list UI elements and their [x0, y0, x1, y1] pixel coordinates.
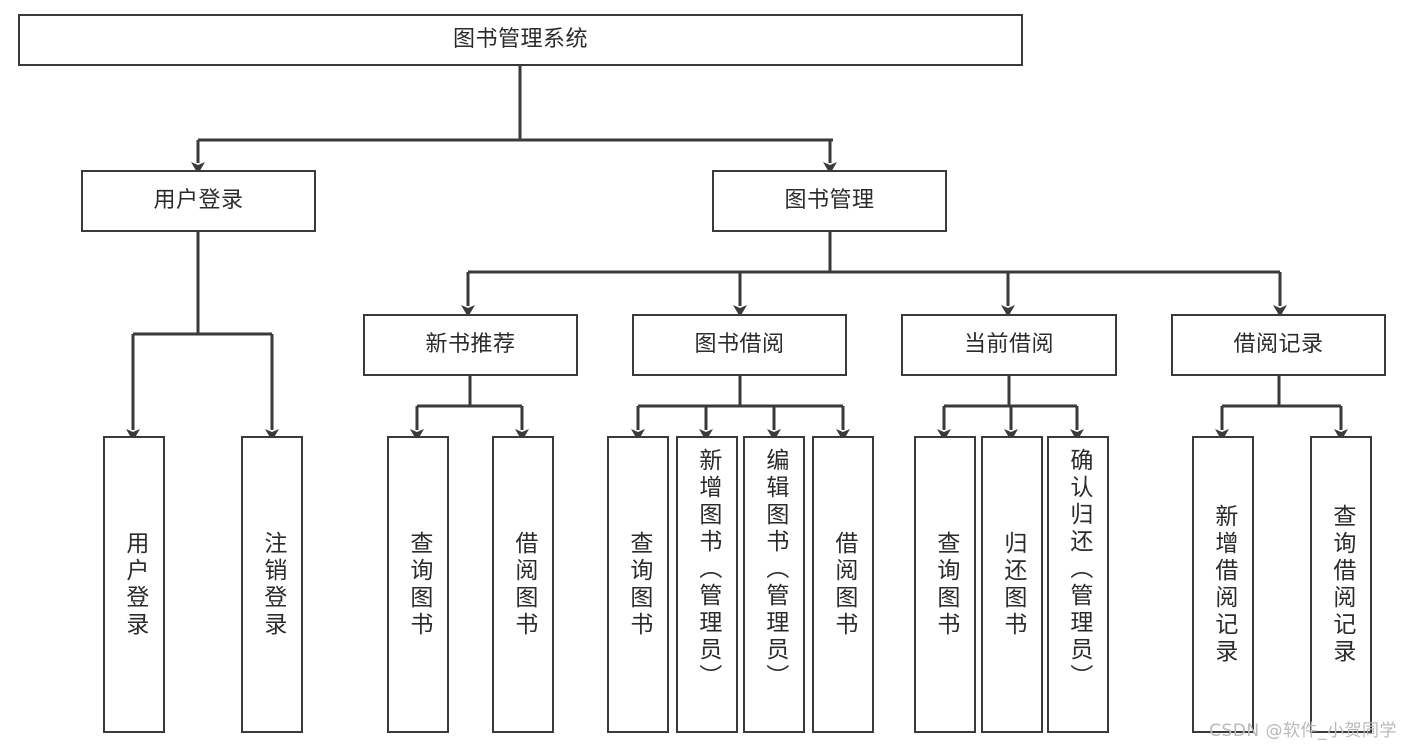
leaf-query-book-3[interactable]: 查询图书 [914, 436, 976, 733]
leaf-query-book-2[interactable]: 查询图书 [607, 436, 669, 733]
leaf-user-login[interactable]: 用户登录 [103, 436, 165, 733]
leaf-logout-login[interactable]: 注销登录 [241, 436, 303, 733]
node-current-borrow[interactable]: 当前借阅 [901, 314, 1117, 376]
node-new-book-recommend[interactable]: 新书推荐 [363, 314, 578, 376]
node-book-borrow-label: 图书借阅 [694, 331, 785, 357]
leaf-return-book[interactable]: 归还图书 [981, 436, 1043, 733]
node-current-borrow-label: 当前借阅 [963, 331, 1054, 357]
node-root[interactable]: 图书管理系统 [18, 14, 1023, 66]
leaf-user-login-label: 用户登录 [121, 530, 148, 639]
leaf-query-book-1[interactable]: 查询图书 [387, 436, 449, 733]
leaf-borrow-book-2-label: 借阅图书 [830, 530, 857, 639]
leaf-confirm-return[interactable]: 确认归还（管理员） [1047, 436, 1109, 733]
leaf-confirm-return-label: 确认归还（管理员） [1065, 448, 1092, 691]
leaf-query-book-1-label: 查询图书 [405, 530, 432, 639]
leaf-add-record-label: 新增借阅记录 [1210, 503, 1237, 666]
leaf-query-book-3-label: 查询图书 [932, 530, 959, 639]
node-user-login[interactable]: 用户登录 [81, 170, 316, 232]
leaf-edit-book-label: 编辑图书（管理员） [761, 448, 788, 691]
leaf-add-record[interactable]: 新增借阅记录 [1192, 436, 1254, 733]
node-user-login-label: 用户登录 [153, 187, 244, 213]
leaf-borrow-book-1-label: 借阅图书 [510, 530, 537, 639]
leaf-query-book-2-label: 查询图书 [625, 530, 652, 639]
node-book-management[interactable]: 图书管理 [712, 170, 947, 232]
node-book-borrow[interactable]: 图书借阅 [632, 314, 847, 376]
leaf-logout-login-label: 注销登录 [259, 530, 286, 639]
node-borrow-record[interactable]: 借阅记录 [1171, 314, 1386, 376]
node-book-management-label: 图书管理 [784, 187, 875, 213]
node-borrow-record-label: 借阅记录 [1233, 331, 1324, 357]
node-root-label: 图书管理系统 [452, 26, 588, 52]
leaf-return-book-label: 归还图书 [999, 530, 1026, 639]
leaf-edit-book[interactable]: 编辑图书（管理员） [743, 436, 805, 733]
leaf-add-book-label: 新增图书（管理员） [694, 448, 721, 691]
leaf-query-record-label: 查询借阅记录 [1328, 503, 1355, 666]
leaf-add-book[interactable]: 新增图书（管理员） [676, 436, 738, 733]
node-new-book-recommend-label: 新书推荐 [425, 331, 516, 357]
leaf-query-record[interactable]: 查询借阅记录 [1310, 436, 1372, 733]
leaf-borrow-book-1[interactable]: 借阅图书 [492, 436, 554, 733]
leaf-borrow-book-2[interactable]: 借阅图书 [812, 436, 874, 733]
csdn-watermark: CSDN @软件_小贺同学 [1209, 721, 1397, 741]
